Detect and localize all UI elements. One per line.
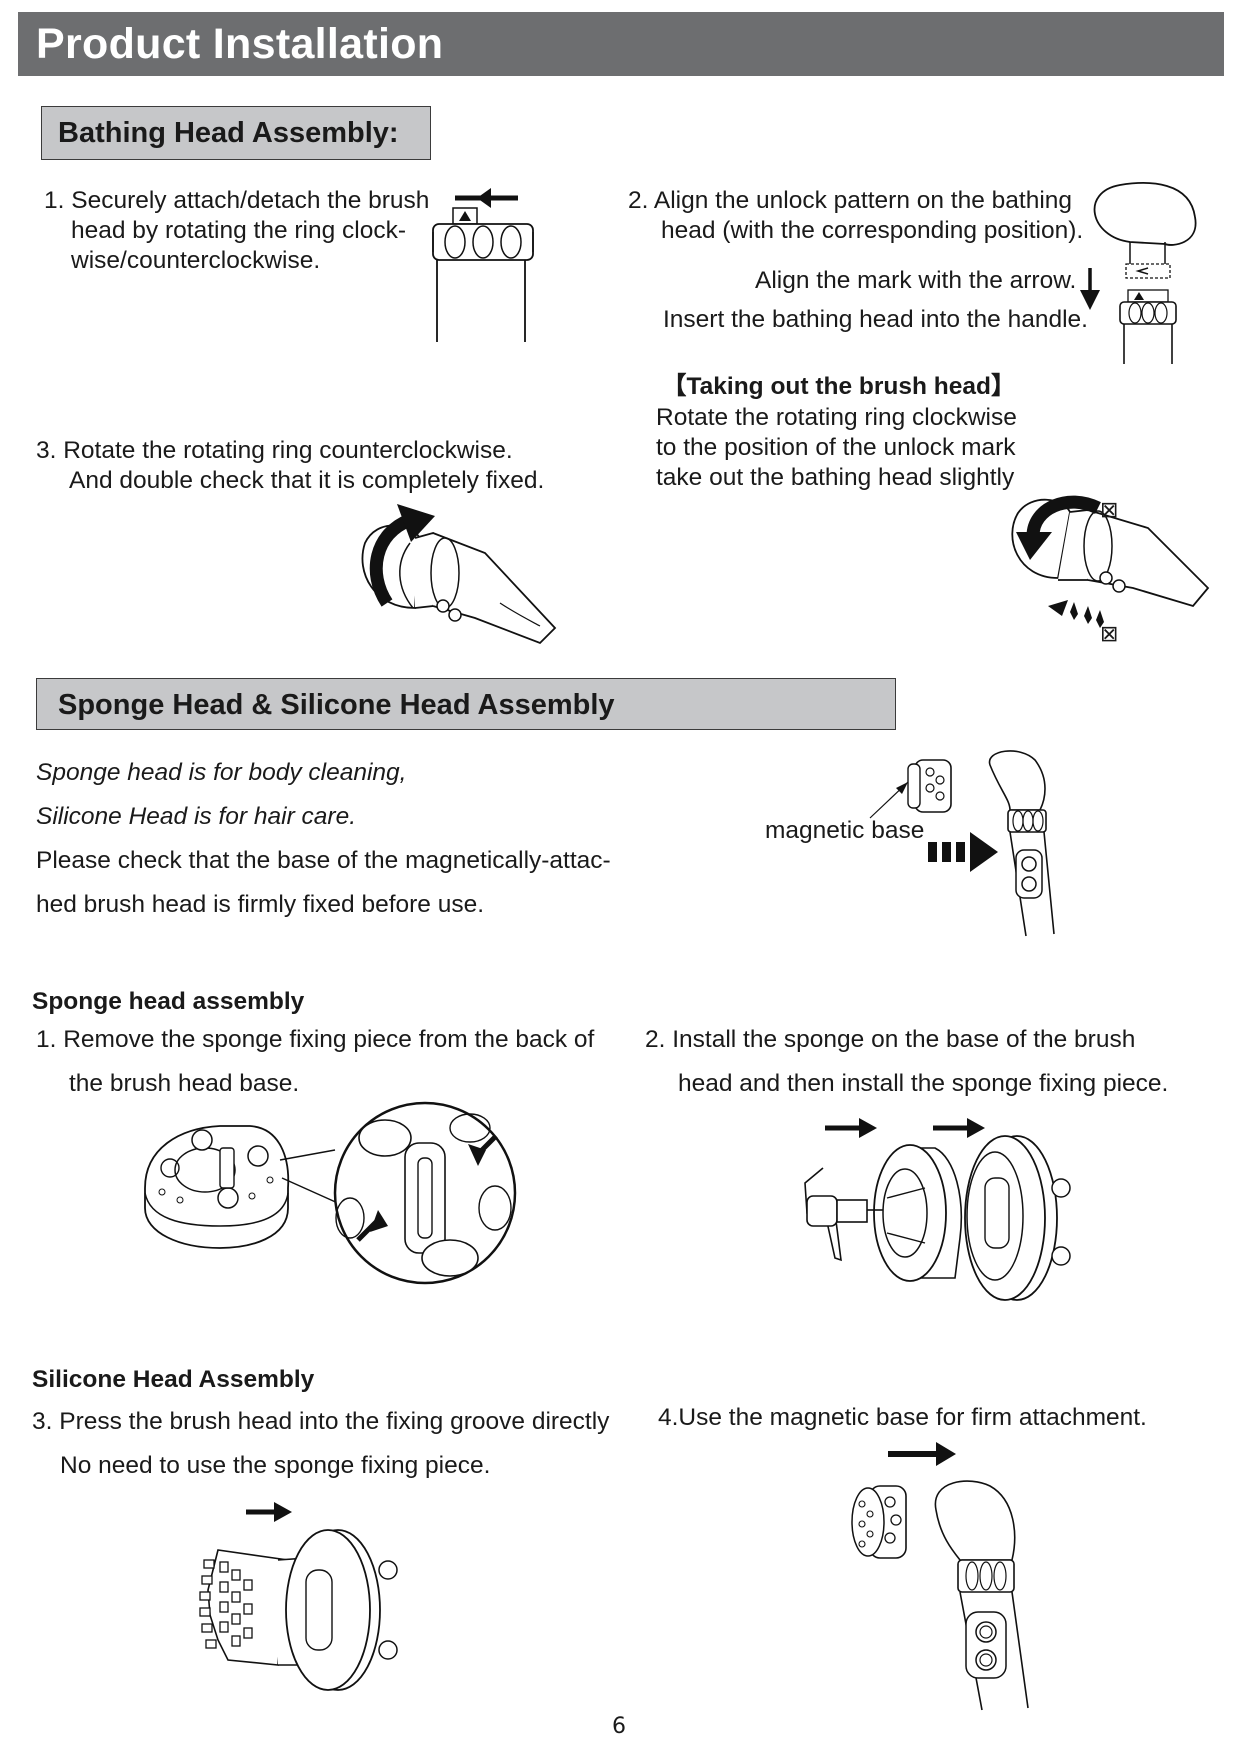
bathing-step-3: 3. Rotate the rotating ring counterclock… [36,436,544,496]
bathing-step-2-line-1: 2. Align the unlock pattern on the bathi… [628,187,1073,214]
ring-rotation-illustration [432,188,534,342]
silicone-step-3: 3. Press the brush head into the fixing … [32,1400,609,1488]
insert-head-text: Insert the bathing head into the handle. [663,306,1088,333]
taking-out-heading: 【Taking out the brush head】 [662,372,1015,402]
sponge-intro-line-2: Silicone Head is for hair care. [36,803,357,830]
sponge-fixing-piece-illustration [144,1101,517,1285]
magnetic-base-illustration [869,750,1055,937]
silicone-press-illustration [199,1502,398,1691]
bathing-step-3-line-2: And double check that it is completely f… [69,467,545,494]
lock-mark-upper: ⊠ [1100,498,1119,523]
sponge-step-2: 2. Install the sponge on the base of the… [645,1018,1168,1106]
silicone-step-3-line-1: 3. Press the brush head into the fixing … [32,1408,610,1435]
rotate-counterclockwise-illustration [361,504,557,645]
sponge-subheading: Sponge head assembly [32,988,305,1015]
bathing-step-1: 1. Securely attach/detach the brush head… [44,186,429,276]
sponge-step-1: 1. Remove the sponge fixing piece from t… [36,1018,594,1106]
sponge-install-illustration [804,1118,1071,1301]
taking-out-line-3: take out the bathing head slightly [656,464,1015,491]
section-heading-sponge-silicone-text: Sponge Head & Silicone Head Assembly [58,689,615,721]
align-mark-text: Align the mark with the arrow. [755,267,1077,294]
sponge-intro-line-3: Please check that the base of the magnet… [36,847,611,874]
section-heading-sponge-silicone: Sponge Head & Silicone Head Assembly [36,678,896,730]
sponge-intro-line-4: hed brush head is firmly fixed before us… [36,891,485,918]
sponge-step-2-line-1: 2. Install the sponge on the base of the… [645,1026,1136,1053]
bathing-step-1-line-1: 1. Securely attach/detach the brush [44,187,430,214]
silicone-subheading: Silicone Head Assembly [32,1366,315,1393]
take-out-head-illustration [1011,495,1210,628]
silicone-step-4: 4.Use the magnetic base for firm attachm… [658,1404,1147,1431]
page-title: Product Installation [36,20,444,68]
taking-out-body: Rotate the rotating ring clockwise to th… [656,403,1017,493]
lock-mark-lower: ⊠ [1100,622,1119,647]
bathing-step-1-line-2: head by rotating the ring clock- [71,217,407,244]
section-heading-bathing-text: Bathing Head Assembly: [58,117,399,149]
taking-out-line-1: Rotate the rotating ring clockwise [656,404,1017,431]
sponge-intro: Sponge head is for body cleaning, Silico… [36,751,611,927]
bathing-step-2-line-2: head (with the corresponding position). [661,217,1084,244]
section-heading-bathing: Bathing Head Assembly: [41,106,431,160]
bathing-step-2: 2. Align the unlock pattern on the bathi… [628,186,1083,246]
sponge-intro-line-1: Sponge head is for body cleaning, [36,759,407,786]
taking-out-heading-text: 【Taking out the brush head】 [662,373,1016,400]
align-head-illustration [1080,182,1197,364]
silicone-step-3-line-2: No need to use the sponge fixing piece. [60,1452,491,1479]
magnetic-base-label: magnetic base [765,817,925,844]
magnetic-attach-illustration [851,1442,1029,1711]
page-number: 6 [612,1714,626,1739]
sponge-step-1-line-1: 1. Remove the sponge fixing piece from t… [36,1026,595,1053]
sponge-step-2-line-2: head and then install the sponge fixing … [678,1070,1169,1097]
page-title-bar: Product Installation [18,12,1224,76]
bathing-step-1-line-3: wise/counterclockwise. [71,247,321,274]
taking-out-line-2: to the position of the unlock mark [656,434,1016,461]
sponge-step-1-line-2: the brush head base. [69,1070,300,1097]
bathing-step-3-line-1: 3. Rotate the rotating ring counterclock… [36,437,513,464]
